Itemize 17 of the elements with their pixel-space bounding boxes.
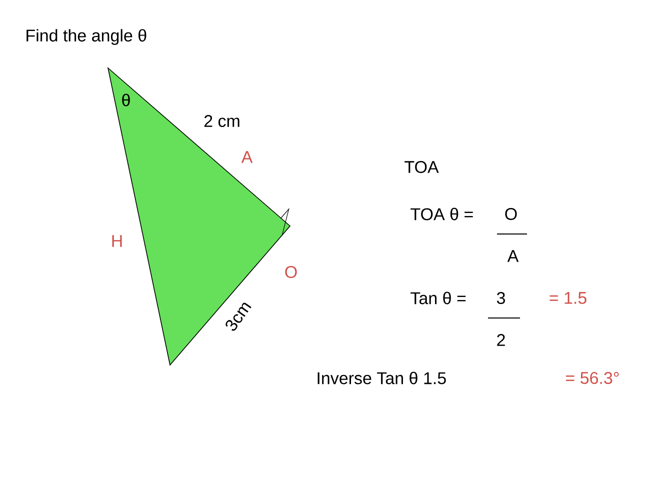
side-label: 3cm [226, 302, 252, 331]
result-text: = 1.5 [550, 292, 586, 304]
side-letter: O [285, 266, 297, 278]
denominator: 2 [497, 334, 505, 346]
angle-label: θ [122, 94, 130, 106]
equation-text: Inverse Tan θ 1.5 [318, 372, 446, 384]
equation-text: Tan θ = [410, 292, 466, 304]
numerator: 3 [496, 292, 505, 304]
title: Find the angle θ [26, 29, 146, 45]
result-text: = 56.3° [566, 372, 619, 384]
denominator: A [507, 250, 519, 262]
numerator: O [505, 208, 517, 220]
equation-text: TOA θ = [410, 208, 473, 220]
side-letter: A [241, 151, 253, 163]
side-label: 2 cm [204, 114, 240, 128]
side-letter: H [112, 235, 122, 247]
heading: TOA [404, 160, 439, 174]
